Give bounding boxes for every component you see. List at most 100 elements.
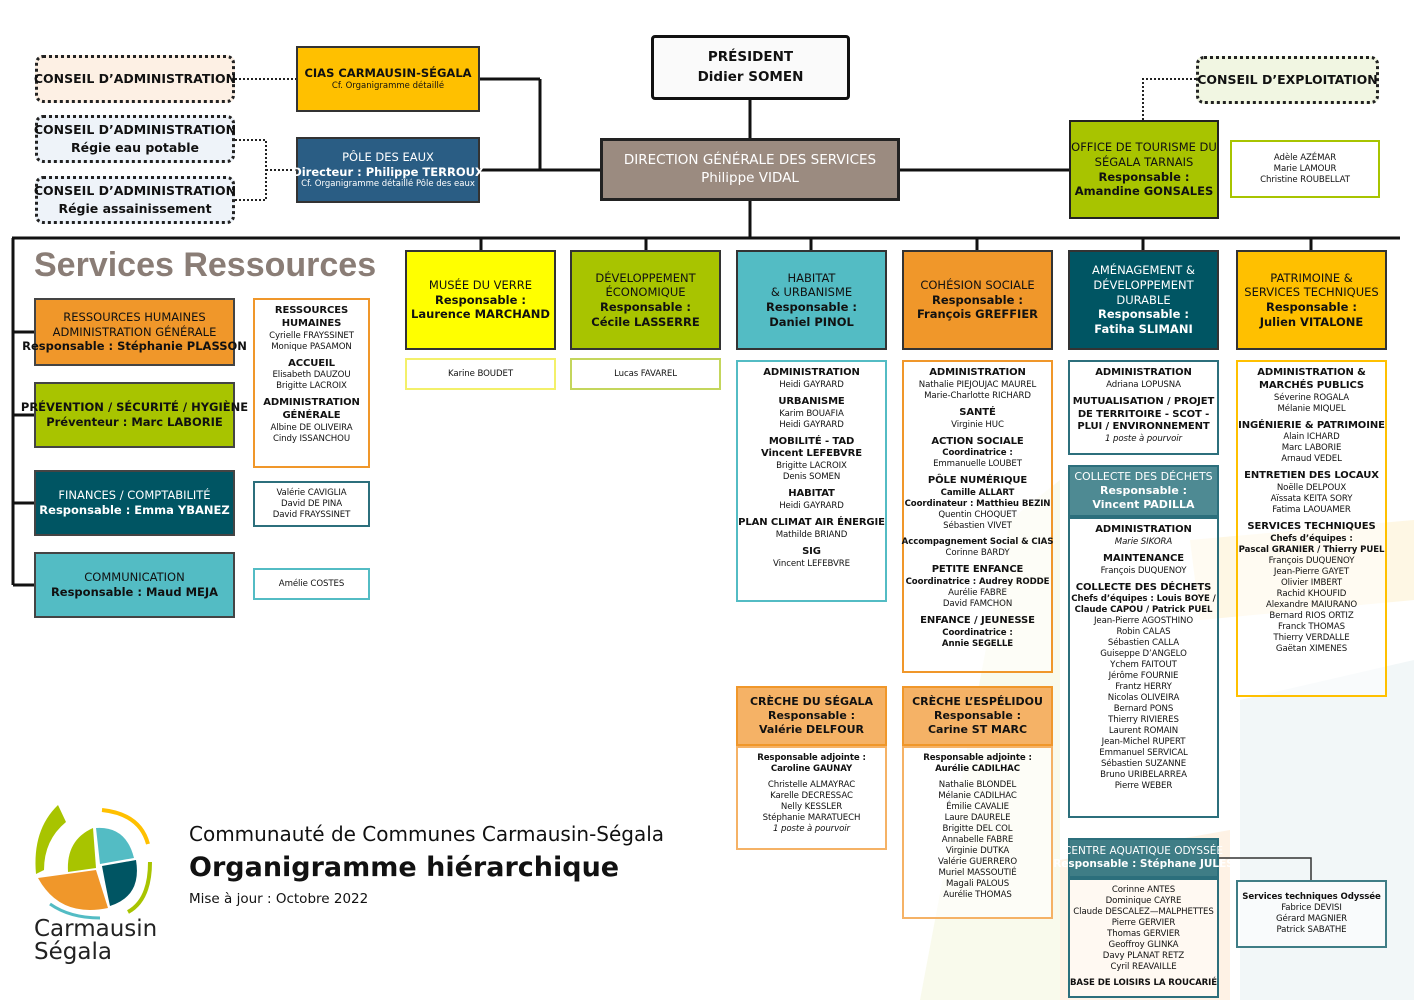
box-heading-line: Responsable : Maud MEJA — [50, 585, 219, 599]
box-text-line: Emmanuel SERVICAL — [1099, 748, 1188, 759]
box-text-line: Robin CALAS — [1116, 627, 1171, 638]
box-text-line: Sébastien CALLA — [1107, 638, 1180, 649]
box-heading-line: Didier SOMEN — [697, 68, 804, 85]
box-text-line: François DUQUENOY — [1268, 555, 1355, 566]
box-heading-line: CONSEIL D’EXPLOITATION — [1197, 71, 1378, 87]
box-text-line: Christelle ALMAYRAC — [767, 780, 856, 790]
box-text-line: ADMINISTRATION GÉNÉRALE — [52, 324, 217, 339]
conseil-administration-cias: CONSEIL D’ADMINISTRATION — [34, 55, 236, 103]
footer-title-block: Communauté de Communes Carmausin-Ségala … — [189, 822, 664, 907]
box-heading-line: Caroline GAUNAY — [770, 764, 853, 774]
box-heading-line: Responsable : — [599, 300, 691, 314]
box-text-line: Adriana LOPUSNA — [1106, 379, 1181, 390]
box-heading-line: MARCHÉS PUBLICS — [1258, 379, 1364, 391]
box-heading-line: ADMINISTRATION — [263, 397, 360, 409]
box-heading-line: ADMINISTRATION — [1095, 367, 1192, 378]
box-heading-line: Chefs d’équipes : — [1270, 533, 1353, 544]
box-text-line: Valérie GUERRERO — [938, 857, 1017, 867]
box-text-line: Fatima LAOUAMER — [1272, 505, 1351, 516]
box-heading-line: Coordinatrice : Audrey RODDE — [905, 576, 1050, 587]
box-heading-line: ADMINISTRATION — [929, 367, 1026, 378]
box-heading-line: Aurélie CADILHAC — [935, 764, 1020, 774]
box-text-line: Corinne ANTES — [1111, 885, 1176, 895]
box-text-line: Aurélie FABRE — [948, 587, 1007, 598]
box-text-line: Karelle DECRESSAC — [770, 791, 853, 801]
box-heading-line: Amandine GONSALES — [1074, 184, 1214, 199]
box-heading-line: ACTION SOCIALE — [931, 435, 1024, 447]
box-heading-line: ACCUEIL — [288, 357, 335, 369]
box-text-line: COLLECTE DES DÉCHETS — [1074, 469, 1213, 483]
box-heading-line: Chefs d’équipes : Louis BOYE / — [1071, 594, 1216, 605]
box-text-line: Brigitte LACROIX — [276, 381, 347, 392]
box-heading-line: PRÉVENTION / SÉCURITÉ / HYGIÈNE — [20, 400, 249, 415]
box-heading-line: Cécile LASSERRE — [591, 314, 700, 329]
box-text-line: Jean-Pierre AGOSTHINO — [1094, 616, 1193, 627]
box-heading-line: PÔLE NUMÉRIQUE — [927, 475, 1028, 487]
box-text-line: Mélanie CADILHAC — [938, 791, 1017, 801]
box-text-line: RESSOURCES HUMAINES — [63, 309, 206, 324]
box-text-line: 1 poste à pourvoir — [1105, 434, 1182, 445]
box-text-line: Olivier IMBERT — [1280, 577, 1343, 588]
organisation-name: Communauté de Communes Carmausin-Ségala — [189, 822, 665, 846]
box-text-line: Cyrielle FRAYSSINET — [269, 330, 354, 341]
box-text-line: David FAMCHON — [942, 598, 1013, 609]
box-text-line: Noëlle DELPOUX — [1276, 483, 1347, 494]
box-heading-line: RESSOURCES — [274, 305, 349, 316]
box-heading-line: Coordinatrice : — [942, 627, 1013, 638]
box-heading-line: Responsable : — [1097, 307, 1189, 322]
box-text-line: DIRECTION GÉNÉRALE DES SERVICES — [623, 152, 877, 169]
box-heading-line: Responsable adjointe : — [923, 753, 1032, 763]
box-heading-line: Responsable : — [434, 292, 526, 307]
carmausin-segala-logo — [35, 805, 152, 920]
box-heading-line: Préventeur : Marc LABORIE — [46, 415, 223, 429]
box-heading-line: CONSEIL D’ADMINISTRATION — [33, 121, 237, 137]
box-text-line: Virginie HUC — [951, 419, 1004, 430]
box-text-line: Cyril REAVAILLE — [1110, 962, 1177, 972]
box-heading-line: Accompagnement Social & CIAS — [901, 537, 1054, 548]
box-heading-line: Claude CAPOU / Patrick PUEL — [1074, 605, 1213, 616]
box-text-line: Davy PLANAT RETZ — [1102, 951, 1185, 961]
box-heading-line: Laurence MARCHAND — [411, 307, 550, 322]
box-heading-line: Responsable : — [767, 708, 856, 722]
box-heading-line: Responsable : Stéphane JULES — [1053, 858, 1234, 870]
box-text-line: Nelly KESSLER — [780, 802, 843, 812]
box-text-line: Quentin CHOQUET — [938, 510, 1017, 521]
box-text-line: SERVICES TECHNIQUES — [1244, 285, 1379, 300]
box-text-line: Monique PASAMON — [271, 341, 352, 352]
logo-line-2: Ségala — [34, 939, 112, 965]
box-heading-line: Responsable adjointe : — [757, 753, 866, 763]
box-text-line: CENTRE AQUATIQUE ODYSSÉE — [1063, 844, 1224, 857]
box-text-line: Valérie CAVIGLIA — [276, 487, 347, 498]
box-heading-line: ENFANCE / JEUNESSE — [920, 614, 1035, 626]
box-heading-line: Vincent LEFEBVRE — [761, 448, 862, 460]
crsegstaff-list: Responsable adjointe :Caroline GAUNAY Chr… — [736, 746, 887, 850]
box-heading-line: MAINTENANCE — [1103, 552, 1184, 564]
update-date: Mise à jour : Octobre 2022 — [189, 891, 369, 907]
box-text-line: Elisabeth DAUZOU — [272, 370, 351, 381]
box-heading-line: PLUI / ENVIRONNEMENT — [1077, 421, 1210, 433]
box-heading-line: Régie assainissement — [58, 201, 212, 216]
box-text-line: DURABLE — [1116, 292, 1171, 307]
box-text-line: Vincent LEFEBVRE — [773, 558, 850, 569]
box-text-line: MUSÉE DU VERRE — [428, 277, 533, 292]
box-heading-line: Fatiha SLIMANI — [1094, 322, 1193, 337]
box-heading-line: Camille ALLART — [940, 488, 1015, 499]
box-text-line: Mélanie MIQUEL — [1277, 403, 1346, 414]
box-text-line: Bernard RIOS ORTIZ — [1269, 610, 1354, 621]
box-text-line: Cindy ISSANCHOU — [272, 433, 351, 444]
box-text-line: Thierry RIVIERES — [1108, 715, 1179, 726]
box-heading-line: Pascal GRANIER / Thierry PUEL — [1238, 544, 1385, 555]
chart-title: Organigramme hiérarchique — [189, 852, 620, 883]
box-text-line: Emmanuelle LOUBET — [933, 459, 1022, 470]
